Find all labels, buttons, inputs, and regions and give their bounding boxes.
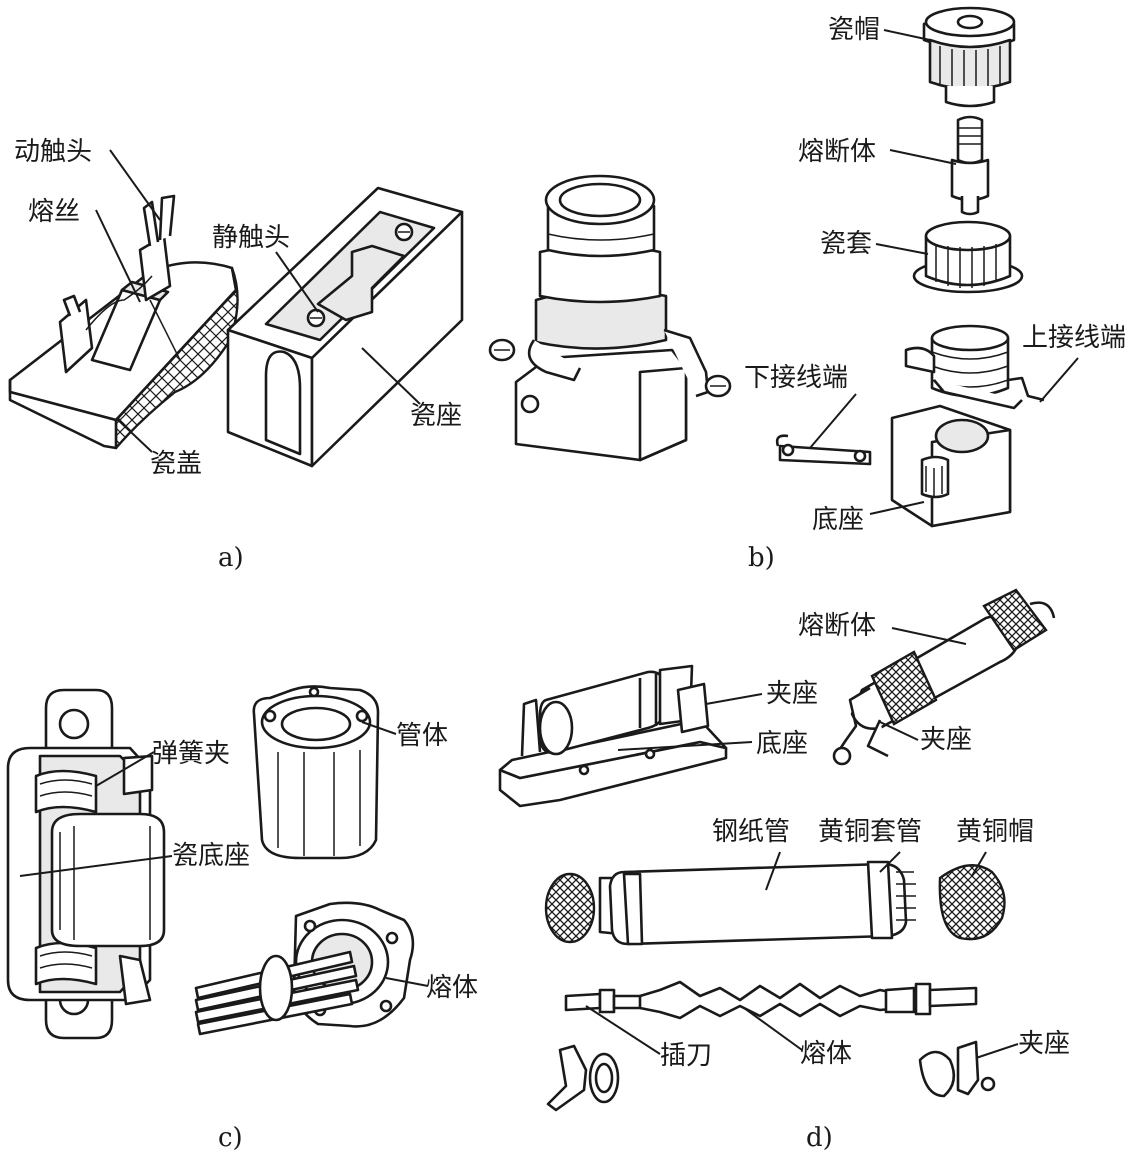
leader-clip-seat-top bbox=[705, 693, 763, 705]
caption-b: b) bbox=[748, 543, 775, 573]
leader-clip-seat-bottom bbox=[975, 1043, 1019, 1059]
label-fiber-tube: 钢纸管 bbox=[712, 817, 790, 847]
leader-fuse-body-d bbox=[891, 627, 967, 645]
label-porcelain-sleeve: 瓷套 bbox=[820, 229, 872, 259]
label-fuse-element-d: 熔体 bbox=[800, 1039, 852, 1069]
label-base-d: 底座 bbox=[756, 729, 808, 759]
leader-porcelain-base-c bbox=[19, 855, 173, 877]
leader-static-contact bbox=[275, 251, 319, 313]
leader-tube-body bbox=[361, 721, 397, 735]
label-static-contact: 静触头 bbox=[212, 223, 290, 253]
label-clip-seat-right: 夹座 bbox=[920, 725, 972, 755]
label-clip-seat-bottom: 夹座 bbox=[1018, 1029, 1070, 1059]
leader-base-d bbox=[617, 741, 753, 751]
porcelain-base-drawing bbox=[226, 186, 464, 468]
porcelain-cover-drawing bbox=[8, 194, 239, 450]
leader-fuse-element-d bbox=[743, 1007, 803, 1051]
label-porcelain-base-c: 瓷底座 bbox=[172, 841, 250, 871]
label-fuse-body-d: 熔断体 bbox=[798, 611, 876, 641]
label-brass-cap: 黄铜帽 bbox=[956, 817, 1034, 847]
label-fuse-element-c: 熔体 bbox=[426, 973, 478, 1003]
leader-brass-cap bbox=[971, 851, 987, 877]
label-lower-terminal: 下接线端 bbox=[744, 363, 848, 393]
leader-blade bbox=[585, 1005, 661, 1055]
leader-fiber-tube bbox=[765, 851, 781, 891]
label-base-b: 底座 bbox=[812, 505, 864, 535]
leader-fuse-wire bbox=[95, 209, 141, 303]
caption-a: a) bbox=[218, 543, 244, 573]
leader-porcelain-sleeve bbox=[875, 243, 929, 255]
panel-b-assembled bbox=[488, 174, 732, 462]
leader-upper-terminal bbox=[1039, 357, 1079, 403]
leader-moving-contact bbox=[109, 149, 161, 221]
panel-a: 动触头 熔丝 静触头 瓷座 瓷盖 a) bbox=[8, 137, 464, 573]
panel-d bbox=[498, 588, 1056, 1112]
label-upper-terminal: 上接线端 bbox=[1022, 323, 1126, 353]
leader-brass-sleeve bbox=[879, 851, 901, 873]
label-fuse-body-b: 熔断体 bbox=[798, 137, 876, 167]
label-fuse-wire: 熔丝 bbox=[28, 197, 80, 227]
leader-fuse-element-c bbox=[385, 977, 429, 987]
leader-clip-seat-right bbox=[879, 721, 919, 741]
label-spring-clip: 弹簧夹 bbox=[152, 739, 230, 769]
leader-fuse-body-b bbox=[889, 149, 957, 165]
leader-porcelain-cover bbox=[115, 417, 153, 453]
leader-porcelain-base bbox=[361, 347, 421, 405]
leader-lower-terminal bbox=[809, 393, 857, 449]
leader-base-b bbox=[869, 501, 925, 515]
panel-c bbox=[6, 685, 415, 1040]
label-moving-contact: 动触头 bbox=[14, 137, 92, 167]
leader-porcelain-cap bbox=[883, 29, 931, 41]
label-porcelain-cover: 瓷盖 bbox=[150, 449, 202, 479]
panel-b-exploded bbox=[775, 6, 1045, 528]
label-tube-body: 管体 bbox=[396, 721, 448, 751]
label-porcelain-base: 瓷座 bbox=[410, 401, 462, 431]
leader-spring-clip bbox=[95, 751, 155, 787]
caption-d: d) bbox=[806, 1123, 833, 1152]
label-brass-sleeve: 黄铜套管 bbox=[818, 817, 922, 847]
caption-c: c) bbox=[218, 1123, 243, 1152]
label-porcelain-cap: 瓷帽 bbox=[828, 15, 880, 45]
label-blade: 插刀 bbox=[660, 1041, 712, 1071]
label-clip-seat-top: 夹座 bbox=[766, 679, 818, 709]
